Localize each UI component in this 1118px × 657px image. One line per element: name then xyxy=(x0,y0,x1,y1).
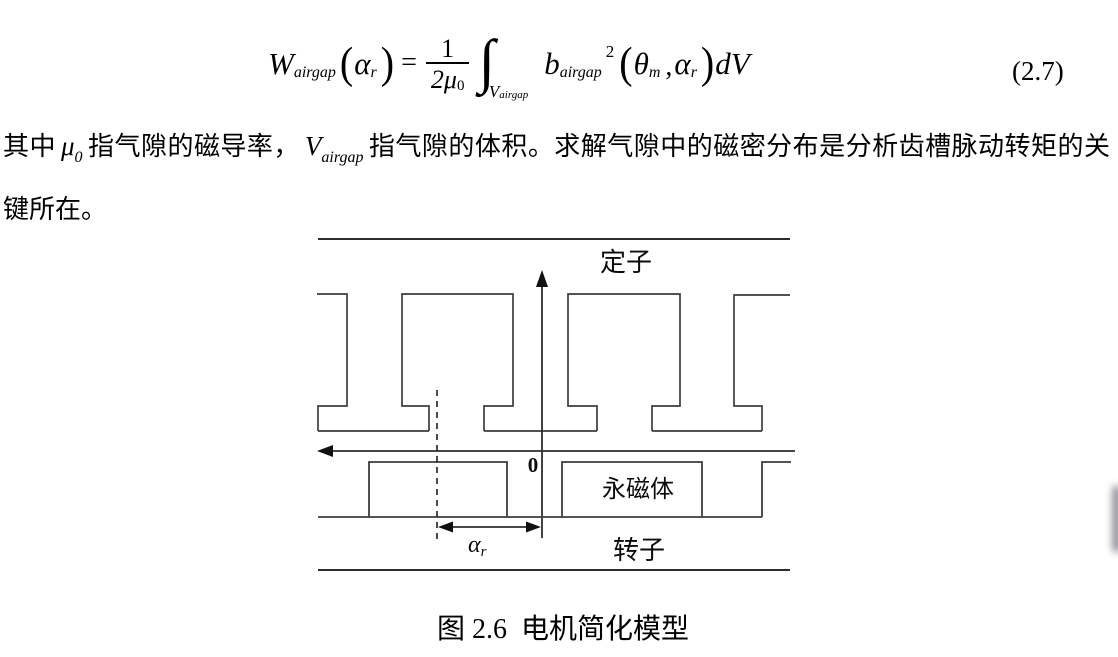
para-seg2: 指气隙的磁导率， xyxy=(87,132,300,161)
magnet-2 xyxy=(561,461,703,517)
integral-domain-sub: airgap xyxy=(499,89,529,101)
mu-symbol: μ xyxy=(60,131,75,161)
eq-paren-open: ( xyxy=(339,37,354,88)
theta-axis-arrowhead xyxy=(317,445,333,457)
eq-alpha2: α xyxy=(674,45,691,81)
para-seg3: 指气隙的体积。求解气隙中的磁密分布是分析齿槽脉动转矩的关键所在。 xyxy=(3,132,1110,224)
edge-artifact xyxy=(1113,486,1118,552)
figure-caption: 图 2.6 电机简化模型 xyxy=(437,614,690,645)
v-subscript: airgap xyxy=(321,149,364,166)
magnet-1 xyxy=(368,461,508,517)
eq-differential: dV xyxy=(715,45,750,81)
magnet-3-partial xyxy=(761,461,791,517)
integral-sign: ∫ xyxy=(478,28,495,94)
eq-integrand-sub: airgap xyxy=(559,64,602,81)
alpha-r-label-base: α xyxy=(468,532,481,558)
equation-number: (2.7) xyxy=(1012,56,1064,86)
mu-subscript: 0 xyxy=(74,149,83,166)
eq-alpha2-sub: r xyxy=(690,64,697,81)
rotor-label: 转子 xyxy=(613,536,665,565)
eq-lhs-symbol: W xyxy=(268,45,294,81)
eq-integrand-base: b xyxy=(544,45,560,81)
alpha-r-label-sub: r xyxy=(481,544,487,560)
alpha-r-arrowhead-right xyxy=(526,521,541,533)
eq-theta-sub: m xyxy=(648,64,661,81)
inline-math-mu0: μ0 xyxy=(60,131,83,166)
eq-integrand-paren-open: ( xyxy=(619,37,633,88)
eq-fraction-numerator: 1 xyxy=(441,34,455,63)
para-seg1: 其中 xyxy=(3,132,56,161)
inline-math-vairgap: Vairgap xyxy=(304,131,364,166)
eq-integrand-paren-close: ) xyxy=(700,37,715,88)
eq-integral: ∫ V airgap xyxy=(478,24,534,102)
eq-denominator-base: 2μ xyxy=(430,65,457,94)
eq-denominator-sub: 0 xyxy=(456,78,465,94)
stator-slot-2 xyxy=(401,293,514,431)
eq-integrand-sup: 2 xyxy=(605,41,615,61)
eq-theta: θ xyxy=(633,45,649,81)
eq-comma: , xyxy=(665,51,673,82)
eq-paren-close: ) xyxy=(380,37,395,88)
alpha-r-label: αr xyxy=(468,532,487,560)
eq-arg-alpha-sub: r xyxy=(370,64,377,81)
eq-arg-alpha: α xyxy=(354,45,371,81)
magnet-label: 永磁体 xyxy=(602,476,674,503)
vertical-axis-arrowhead xyxy=(536,270,548,287)
stator-label: 定子 xyxy=(600,248,652,277)
integral-domain: V airgap xyxy=(488,82,529,101)
integral-domain-base: V xyxy=(488,82,500,101)
stator-slot-right-partial xyxy=(733,294,790,431)
eq-fraction: 1 2μ 0 xyxy=(425,34,470,95)
stator-slot-left-partial xyxy=(317,293,348,431)
stator-slot-3 xyxy=(567,293,681,431)
eq-lhs-subscript: airgap xyxy=(293,64,336,81)
alpha-r-arrowhead-left xyxy=(438,521,453,533)
eq-fraction-denominator: 2μ 0 xyxy=(425,62,470,95)
v-symbol: V xyxy=(304,131,322,161)
origin-label: 0 xyxy=(528,453,539,477)
eq-equals-sign: = xyxy=(401,47,417,78)
